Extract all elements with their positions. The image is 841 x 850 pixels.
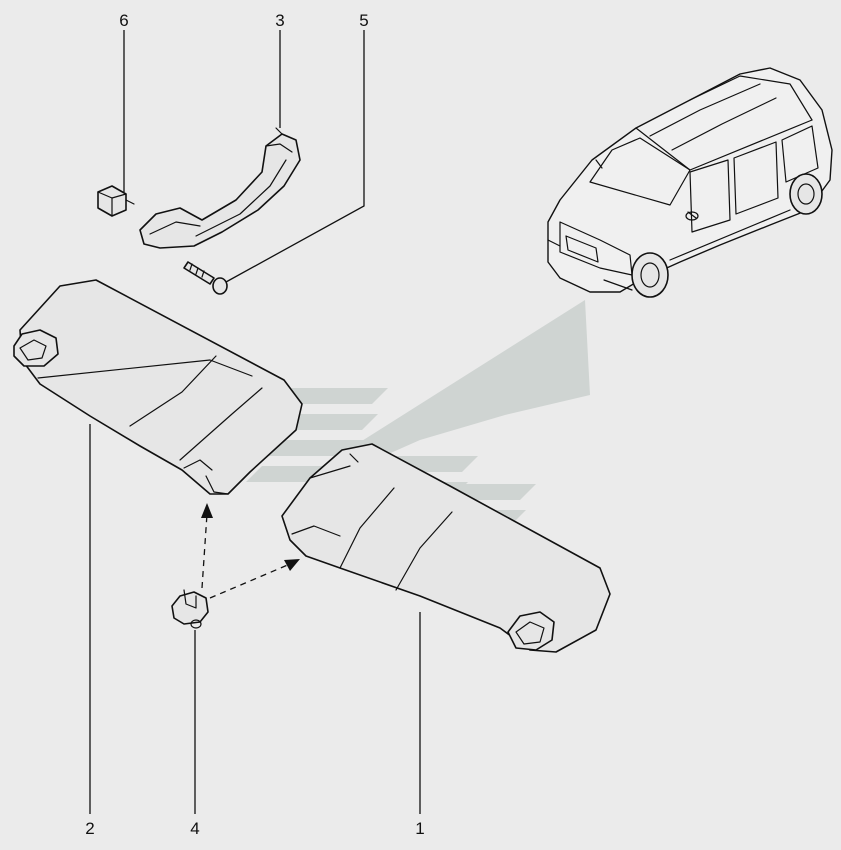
assembly-arrows	[201, 503, 300, 599]
callout-1: 1	[415, 819, 424, 838]
callout-5: 5	[359, 11, 368, 30]
callout-6: 6	[119, 11, 128, 30]
handle-end-cap	[97, 185, 135, 217]
callout-3: 3	[275, 11, 284, 30]
screw	[183, 261, 228, 295]
callout-2: 2	[85, 819, 94, 838]
callout-4: 4	[190, 819, 199, 838]
visor-clip	[171, 589, 209, 629]
sun-visor-right	[281, 443, 611, 653]
grab-handle	[139, 127, 301, 249]
car-illustration	[547, 67, 833, 298]
sun-visor-left	[13, 279, 303, 495]
leader-lines	[89, 30, 421, 814]
